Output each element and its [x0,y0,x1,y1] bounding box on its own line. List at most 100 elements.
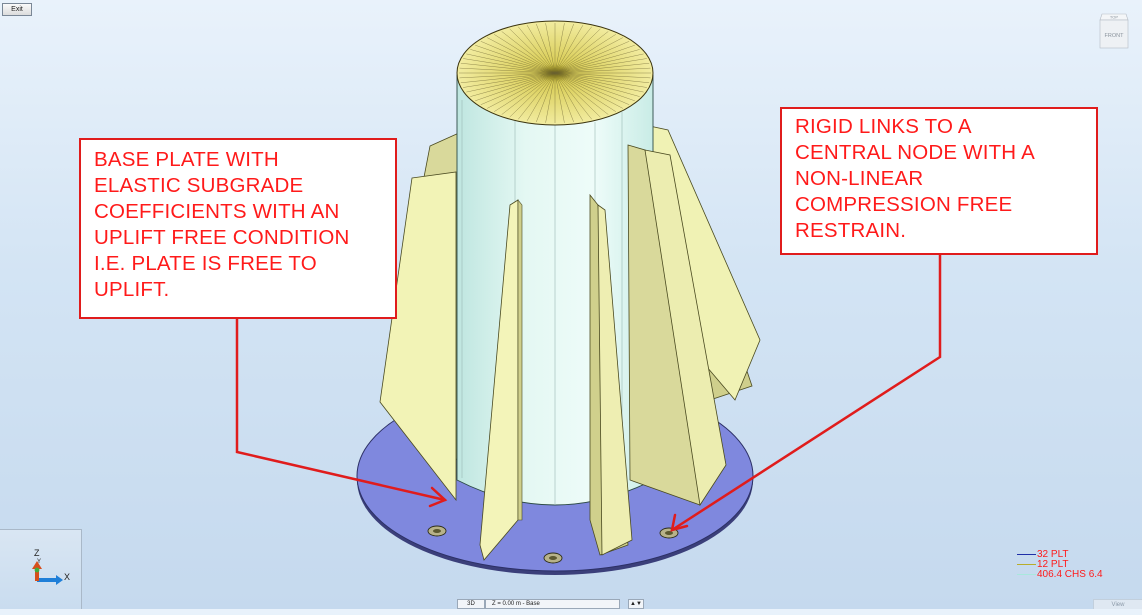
left-callout-arrow [235,316,448,508]
cap-spoke [554,67,651,74]
callout-line: ELASTIC SUBGRADE [94,174,304,197]
legend-label: 12 PLT [1037,558,1069,570]
cap-spoke [460,72,556,83]
cap-spoke [536,72,556,123]
legend-swatch [1017,573,1036,575]
callout-line: I.E. PLATE IS FREE TO [94,252,317,275]
callout-line: RESTRAIN. [795,219,907,242]
cap-spoke [554,72,609,115]
cap-spoke [466,72,556,93]
exit-button[interactable]: Exit [2,3,32,16]
cap-spoke [526,72,556,121]
cap-spoke [554,23,574,74]
cap-spoke [554,28,601,74]
cap-spoke [545,23,556,74]
view-cube[interactable]: TOP FRONT [1097,10,1131,50]
axis-triad-panel: Z Y X [0,529,82,609]
cap-spoke [554,34,616,74]
axis-z-label: Z [34,548,40,558]
cap-spoke [470,49,556,74]
chevron-down-icon[interactable]: ▼ [636,601,642,607]
cap-spoke [554,45,635,74]
right-callout-arrow [670,251,942,532]
cap-spoke [545,72,556,123]
legend-item: 12 PLT [1017,558,1142,570]
cap-spoke [554,25,584,74]
cap-spoke [470,72,556,97]
cap-spoke [554,72,651,79]
legend-item: 32 PLT [1017,548,1142,560]
view-cube-top-label[interactable]: TOP [1110,15,1118,20]
cap-spoke [463,58,556,74]
legend-swatch [1017,553,1036,555]
callout-rigid-links: RIGID LINKS TO A CENTRAL NODE WITH A NON… [780,107,1098,255]
callout-line: UPLIFT FREE CONDITION [94,226,350,249]
front-stiffener [479,199,523,561]
cap-spoke [554,72,601,118]
cap-spoke [494,34,556,74]
callout-line: COMPRESSION FREE [795,193,1013,216]
axis-y-label: Y [37,559,41,565]
cap-spoke [487,37,556,74]
cap-spoke [459,67,556,74]
cap-spoke [480,41,556,74]
axis-x-label: X [64,572,70,582]
cap-spoke [554,72,565,123]
cap-spoke [554,72,647,88]
cap-spoke [463,72,556,88]
cap-spoke [554,23,565,74]
cap-spoke [554,72,650,83]
axis-triad-icon [32,561,63,585]
cap-spoke [475,72,556,101]
legend-label: 32 PLT [1037,548,1069,560]
chevron-up-icon[interactable]: ▲ [630,601,636,607]
plane-selector[interactable]: Z = 0.00 m - Base [485,599,620,609]
cap-spoke [460,63,556,74]
cap-spoke [554,72,623,109]
cap-spoke [554,58,647,74]
callout-line: CENTRAL NODE WITH A [795,141,1035,164]
cap-spoke [554,72,616,112]
legend-swatch [1017,563,1036,565]
cap-spoke [554,31,609,74]
cap-spoke [554,72,640,97]
view-cube-front-label[interactable]: FRONT [1105,33,1125,39]
legend-item: 406.4 CHS 6.4 [1017,568,1142,580]
cap-spoke [475,45,556,74]
cap-spoke [501,72,556,115]
cap-spoke [554,37,623,74]
callout-line: COEFFICIENTS WITH AN [94,200,340,223]
callout-line: UPLIFT. [94,278,170,301]
cap-spoke [554,63,650,74]
view-mode-button[interactable]: 3D [457,599,485,609]
cap-spoke [554,72,635,101]
cap-spoke [554,72,630,105]
anchor-bolts [427,525,679,564]
cap-spoke [494,72,556,112]
cap-spoke [518,26,556,74]
cap-spoke [459,72,556,79]
cap-spoke [480,72,556,105]
callout-line: NON-LINEAR [795,167,924,190]
anchor-bolt [427,525,447,537]
cap-spoke [554,41,630,74]
cap-spoke [509,28,556,74]
cap-spoke [518,72,556,120]
cap-spoke [526,25,556,74]
cap-spoke [487,72,556,109]
callout-line: RIGID LINKS TO A [795,115,972,138]
right-stiffeners [589,144,727,556]
plane-stepper[interactable]: ▲ ▼ [628,599,644,609]
anchor-bolt [543,552,563,564]
cap-spoke [554,72,644,93]
cap-spoke [509,72,556,118]
cap-spoke [466,53,556,74]
top-cap [456,20,654,126]
view-status-bar: 3D Z = 0.00 m - Base ▲ ▼ [457,599,677,609]
cap-spoke [554,72,592,120]
legend-label: 406.4 CHS 6.4 [1037,568,1103,580]
cap-spoke [554,72,584,121]
callout-base-plate: BASE PLATE WITH ELASTIC SUBGRADE COEFFIC… [79,138,397,319]
cap-spoke [536,23,556,74]
